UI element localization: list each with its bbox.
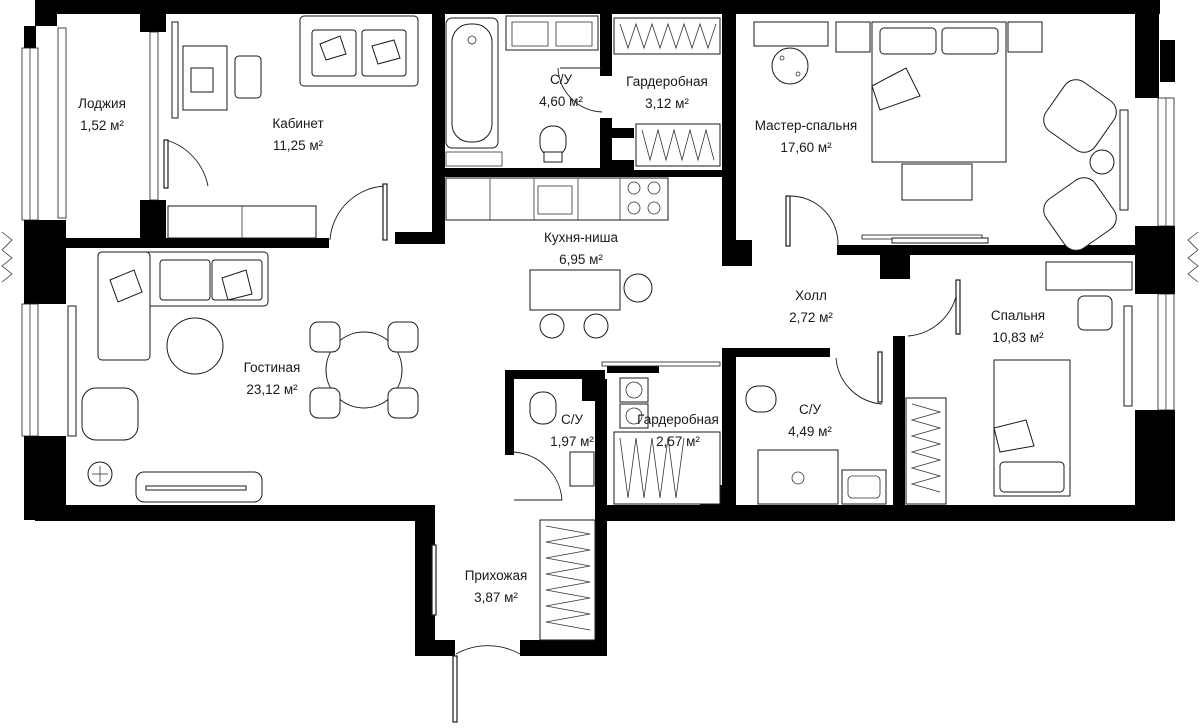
svg-text:Мастер-спальня: Мастер-спальня — [755, 118, 857, 133]
door-swing-icon — [452, 645, 521, 723]
sofa-icon — [299, 15, 419, 87]
wardrobe-rail-icon — [635, 123, 721, 167]
round-table-icon — [1089, 149, 1115, 175]
doors — [163, 67, 983, 723]
office-chair-icon — [234, 55, 262, 99]
room-label-wardrobe-2: Гардеробная 2,57 м² — [637, 412, 719, 449]
svg-text:Кухня-ниша: Кухня-ниша — [544, 230, 618, 245]
svg-text:6,95 м²: 6,95 м² — [559, 252, 603, 267]
wardrobe-rail-icon — [539, 519, 596, 641]
svg-text:10,83 м²: 10,83 м² — [992, 330, 1044, 345]
sink-icon — [569, 451, 595, 487]
dining-table-icon — [529, 269, 621, 311]
toilet-icon — [539, 125, 567, 163]
stool-icon — [539, 313, 565, 339]
stool-icon — [623, 273, 653, 303]
wardrobe-rail-icon — [613, 17, 721, 55]
svg-text:Холл: Холл — [795, 288, 827, 303]
door-swing-icon — [557, 67, 603, 113]
office-chair-icon — [1077, 295, 1113, 331]
room-label-bath-1: С/У 4,60 м² — [539, 72, 583, 109]
radiator-icon — [171, 21, 179, 119]
svg-text:3,87 м²: 3,87 м² — [474, 590, 518, 605]
svg-text:1,52 м²: 1,52 м² — [80, 118, 124, 133]
windows — [1, 27, 1199, 437]
room-label-bath-3: С/У 4,49 м² — [788, 402, 832, 439]
svg-text:Гардеробная: Гардеробная — [637, 412, 719, 427]
wardrobe-rail-icon — [613, 431, 721, 505]
shower-icon — [757, 449, 839, 505]
door-swing-icon — [785, 195, 839, 247]
room-label-entrance: Прихожая 3,87 м² — [465, 568, 528, 605]
double-bed-icon — [871, 21, 1007, 163]
desk-icon — [182, 45, 228, 111]
tv-console-icon — [135, 471, 263, 503]
round-table-icon — [309, 321, 419, 419]
sink-icon — [841, 469, 887, 505]
svg-text:С/У: С/У — [561, 412, 584, 427]
single-bed-icon — [993, 359, 1071, 497]
window-icon — [1157, 97, 1175, 227]
window-icon — [21, 47, 39, 221]
dining-table-icon — [901, 163, 973, 201]
dryer-icon — [619, 403, 649, 429]
wardrobe-rail-icon — [905, 397, 947, 505]
svg-text:Прихожая: Прихожая — [465, 568, 528, 583]
svg-text:23,12 м²: 23,12 м² — [246, 382, 298, 397]
svg-text:4,60 м²: 4,60 м² — [539, 94, 583, 109]
room-label-loggia: Лоджия 1,52 м² — [78, 96, 126, 133]
room-label-bedroom: Спальня 10,83 м² — [991, 308, 1045, 345]
door-swing-icon — [907, 279, 961, 337]
room-labels: Лоджия 1,52 м² Кабинет 11,25 м² С/У 4,60… — [78, 72, 1045, 605]
svg-text:Гостиная: Гостиная — [244, 360, 301, 375]
room-label-kitchen: Кухня-ниша 6,95 м² — [544, 230, 618, 267]
round-table-icon — [771, 47, 809, 85]
svg-text:Спальня: Спальня — [991, 308, 1045, 323]
furniture — [67, 15, 1133, 641]
svg-text:С/У: С/У — [799, 402, 822, 417]
sink-icon — [505, 15, 599, 51]
armchair-icon — [81, 387, 139, 441]
window-icon — [1157, 293, 1175, 411]
svg-text:С/У: С/У — [550, 72, 573, 87]
cooktop-icon — [627, 181, 661, 215]
room-label-living: Гостиная 23,12 м² — [244, 360, 301, 397]
door-swing-icon — [835, 351, 883, 405]
bathtub-icon — [445, 17, 499, 149]
room-label-master-bedroom: Мастер-спальня 17,60 м² — [755, 118, 857, 155]
sofa-icon — [97, 251, 269, 361]
armchair-icon — [1043, 79, 1117, 153]
svg-text:17,60 м²: 17,60 м² — [780, 140, 832, 155]
svg-text:1,97 м²: 1,97 м² — [550, 434, 594, 449]
stool-icon — [583, 313, 609, 339]
door-swing-icon — [163, 139, 209, 189]
svg-text:Лоджия: Лоджия — [78, 96, 126, 111]
room-label-wardrobe-1: Гардеробная 3,12 м² — [626, 74, 708, 111]
door-swing-icon — [329, 183, 388, 241]
svg-text:2,57 м²: 2,57 м² — [656, 434, 700, 449]
toilet-icon — [745, 385, 777, 413]
room-label-cabinet: Кабинет 11,25 м² — [272, 116, 323, 153]
svg-text:2,72 м²: 2,72 м² — [789, 310, 833, 325]
room-label-hall: Холл 2,72 м² — [789, 288, 833, 325]
svg-text:11,25 м²: 11,25 м² — [273, 138, 324, 153]
door-swing-icon — [511, 451, 563, 501]
svg-text:Кабинет: Кабинет — [272, 116, 323, 131]
svg-text:3,12 м²: 3,12 м² — [645, 96, 689, 111]
armchair-icon — [1043, 177, 1117, 251]
walls — [24, 0, 1175, 656]
round-table-icon — [166, 317, 224, 375]
toilet-icon — [529, 391, 557, 425]
svg-text:4,49 м²: 4,49 м² — [788, 424, 832, 439]
svg-text:Гардеробная: Гардеробная — [626, 74, 708, 89]
room-label-bath-2: С/У 1,97 м² — [550, 412, 594, 449]
washer-icon — [619, 377, 649, 403]
floor-lamp-icon — [87, 461, 113, 487]
window-icon — [21, 303, 39, 437]
